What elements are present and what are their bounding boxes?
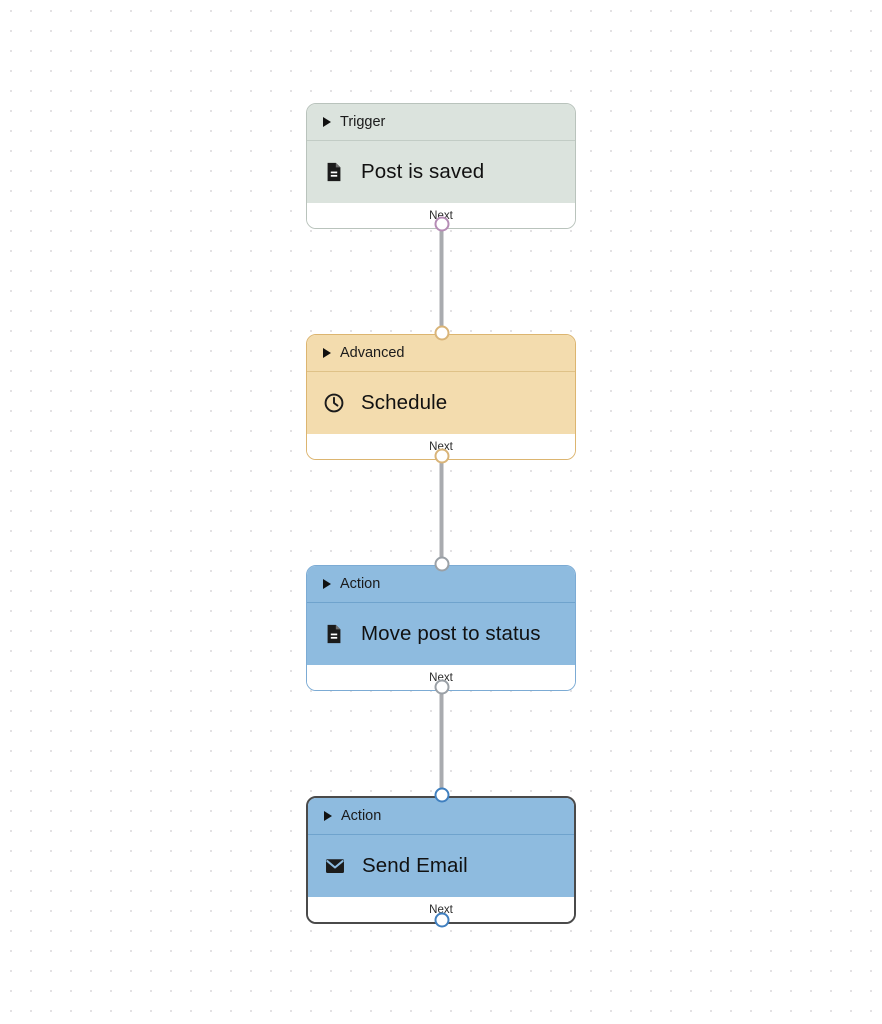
input-port-move-post-to-status[interactable]: [434, 556, 449, 572]
node-header-trigger[interactable]: Trigger: [307, 104, 575, 141]
node-body-advanced[interactable]: Schedule: [307, 372, 575, 434]
document-icon: [327, 624, 341, 644]
document-icon: [327, 162, 341, 182]
node-title: Send Email: [362, 854, 468, 877]
output-port-move-post-to-status[interactable]: [434, 679, 449, 695]
input-port-send-email[interactable]: [434, 787, 449, 803]
node-category-label: Advanced: [340, 345, 405, 361]
node-footer-label: Next: [429, 671, 453, 684]
node-header-action[interactable]: Action: [308, 798, 574, 835]
clock-icon: [324, 393, 344, 413]
workflow-node-move-post-to-status[interactable]: Action Move post to status Next: [306, 565, 576, 691]
node-title: Schedule: [361, 391, 448, 414]
chevron-right-icon[interactable]: [323, 117, 331, 127]
node-category-label: Action: [340, 576, 381, 592]
node-category-label: Trigger: [340, 114, 386, 130]
node-title: Move post to status: [361, 622, 541, 645]
node-body-action[interactable]: Move post to status: [307, 603, 575, 665]
node-footer-label: Next: [429, 440, 453, 453]
node-body-action[interactable]: Send Email: [308, 835, 574, 897]
output-port-advanced[interactable]: [434, 448, 449, 464]
workflow-node-trigger[interactable]: Trigger Post is saved Next: [306, 103, 576, 229]
output-port-trigger[interactable]: [434, 216, 449, 232]
node-header-advanced[interactable]: Advanced: [307, 335, 575, 372]
node-category-label: Action: [341, 808, 382, 824]
envelope-icon: [326, 859, 344, 873]
chevron-right-icon[interactable]: [324, 811, 332, 821]
node-footer-label: Next: [429, 903, 453, 916]
input-port-advanced[interactable]: [434, 325, 449, 341]
output-port-send-email[interactable]: [434, 912, 449, 928]
workflow-node-send-email[interactable]: Action Send Email Next: [306, 796, 576, 924]
node-header-action[interactable]: Action: [307, 566, 575, 603]
workflow-node-advanced[interactable]: Advanced Schedule Next: [306, 334, 576, 460]
chevron-right-icon[interactable]: [323, 348, 331, 358]
chevron-right-icon[interactable]: [323, 579, 331, 589]
node-body-trigger[interactable]: Post is saved: [307, 141, 575, 203]
node-title: Post is saved: [361, 160, 485, 183]
